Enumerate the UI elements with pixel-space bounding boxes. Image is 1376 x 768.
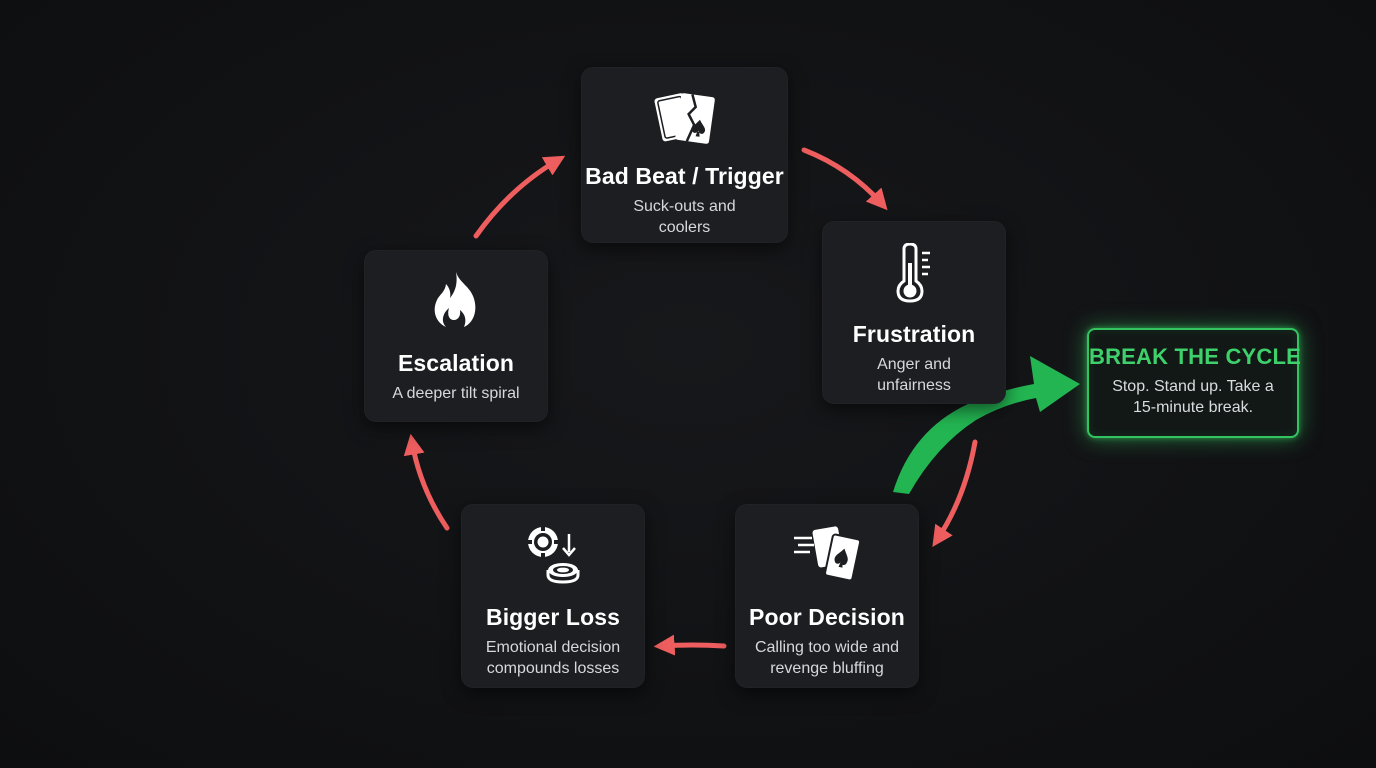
desc-line: Stop. Stand up. Take a: [1112, 378, 1274, 395]
arrow-frustration-to-poor-decision: [932, 439, 978, 547]
broken-cards-icon: [654, 93, 715, 144]
break-cycle-title: BREAK THE CYCLE: [1089, 344, 1302, 369]
node-poor-decision: Poor Decision Calling too wide and reven…: [735, 504, 919, 688]
node-title: Frustration: [852, 321, 976, 347]
arrow-poor-decision-to-bigger-loss: [653, 634, 727, 656]
desc-line: unfairness: [877, 377, 951, 394]
arrow-escalation-to-trigger: [473, 155, 566, 239]
desc-line: compounds losses: [486, 660, 620, 677]
node-bigger-loss: Bigger Loss Emotional decision compounds…: [461, 504, 645, 688]
desc-line: 15-minute break.: [1132, 399, 1254, 416]
flame-icon: [434, 272, 476, 327]
node-escalation: Escalation A deeper tilt spiral: [364, 250, 548, 422]
desc-line: Emotional decision: [485, 639, 621, 656]
break-the-cycle-box: BREAK THE CYCLE Stop. Stand up. Take a 1…: [1087, 328, 1302, 438]
node-description: Suck-outs and coolers: [633, 196, 735, 238]
node-title: Poor Decision: [749, 604, 905, 630]
desc-line: revenge bluffing: [770, 660, 884, 677]
chips-down-icon: [527, 526, 580, 584]
arrow-trigger-to-frustration: [801, 147, 888, 211]
node-description: Emotional decision compounds losses: [486, 637, 620, 679]
desc-line: coolers: [658, 219, 711, 236]
thermometer-icon: [896, 243, 930, 303]
node-bad-beat-trigger: Bad Beat / Trigger Suck-outs and coolers: [581, 67, 788, 243]
desc-line: A deeper tilt spiral: [392, 385, 520, 402]
node-title: Bad Beat / Trigger: [585, 163, 784, 189]
node-frustration: Frustration Anger and unfairness: [822, 221, 1006, 404]
thrown-cards-icon: [794, 526, 862, 582]
desc-line: Suck-outs and: [633, 198, 736, 215]
arrow-bigger-loss-to-escalation: [403, 433, 450, 531]
break-cycle-description: Stop. Stand up. Take a 15-minute break.: [1089, 376, 1297, 418]
desc-line: Anger and: [877, 356, 951, 373]
node-description: Calling too wide and revenge bluffing: [755, 637, 899, 679]
node-description: Anger and unfairness: [877, 354, 951, 396]
node-title: Escalation: [397, 350, 515, 376]
node-description: A deeper tilt spiral: [392, 383, 519, 404]
desc-line: Calling too wide and: [754, 639, 900, 656]
node-title: Bigger Loss: [485, 604, 620, 630]
